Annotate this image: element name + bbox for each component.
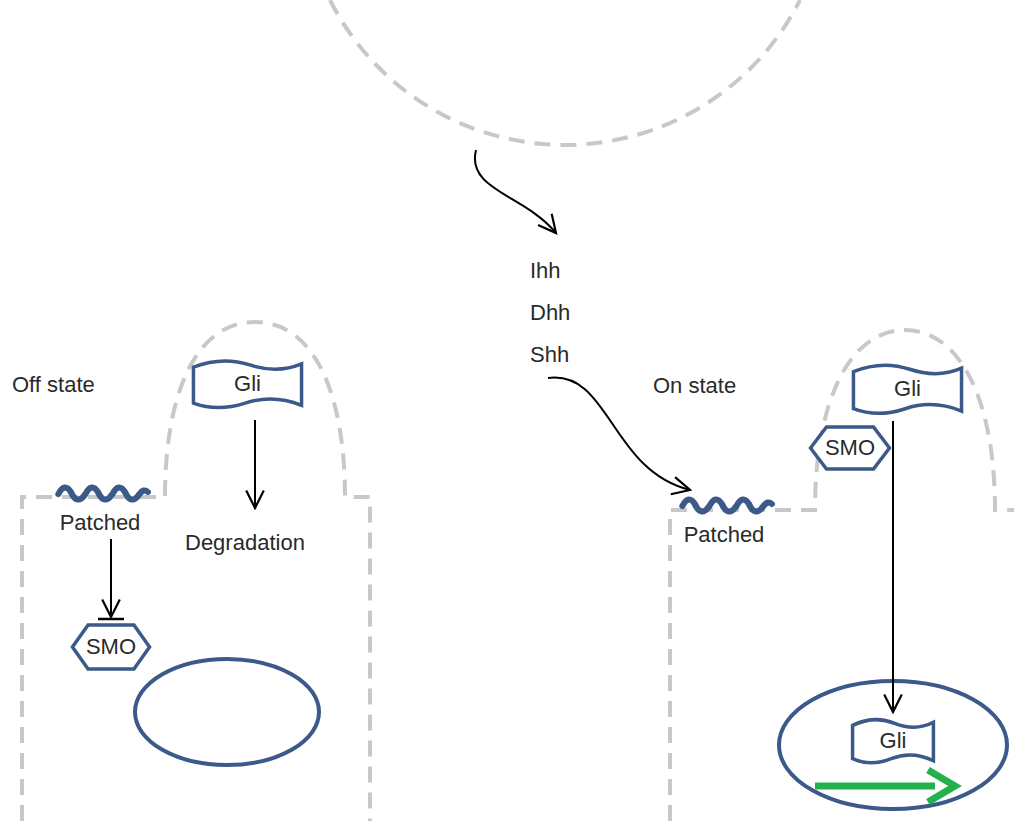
receptor-hexagon: SMO [808,424,892,472]
squiggle-outline [672,492,776,522]
transcription-arrow [815,783,935,790]
node-text: Patched [672,522,776,547]
secretion-arrow [475,150,556,233]
node-text: Gli [234,371,261,396]
source-cell-outline [330,0,800,145]
node-text: Patched [48,510,152,535]
nucleus [135,659,319,765]
transcription-arrowhead [928,770,955,802]
squiggle-outline [48,480,152,510]
degradation-arrow [254,420,256,508]
plain-label: Shh [530,342,569,367]
receptor-hexagon: SMO [70,622,152,672]
cell-outline [670,330,1014,821]
node-text: SMO [86,634,136,659]
protein-flag: Gli [850,360,965,418]
plain-label: Ihh [530,258,561,283]
translocation-arrow [893,421,894,712]
inhibition-arrow [98,539,124,619]
plain-label: Degradation [185,530,305,555]
protein-flag: Gli [850,715,936,767]
receptor-squiggle: Patched [672,492,776,548]
plain-label: Off state [12,372,95,397]
plain-label: On state [653,373,736,398]
node-text: SMO [825,435,875,460]
node-text: Gli [894,376,921,401]
protein-flag: Gli [190,356,305,412]
plain-label: Dhh [530,300,570,325]
receptor-squiggle: Patched [48,480,152,536]
node-text: Gli [880,728,907,753]
